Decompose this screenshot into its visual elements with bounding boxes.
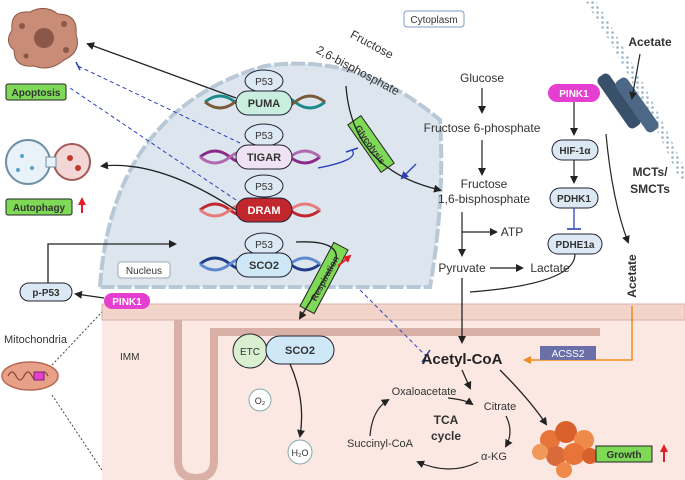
growth-tag <box>595 445 653 463</box>
akg-label: α-KG <box>481 451 507 463</box>
svg-text:PUMA: PUMA <box>248 98 280 110</box>
p53-sco2-complex: P53 SCO2 <box>235 232 293 278</box>
mito-callout-bottom <box>51 394 103 471</box>
svg-text:P53: P53 <box>255 240 273 251</box>
apoptosis-tag <box>5 83 67 101</box>
crista-fold <box>174 320 600 480</box>
etc-label: ETC <box>240 347 260 358</box>
apoptosis-cell-icon <box>8 8 78 69</box>
mct-to-acetate-arrow <box>605 133 630 244</box>
svg-text:SCO2: SCO2 <box>249 260 279 272</box>
pink1-top-label: PINK1 <box>559 89 589 100</box>
lactate-label: Lactate <box>530 261 570 275</box>
p53-tigar-complex: P53 TIGAR <box>235 123 293 170</box>
hif-node <box>551 139 599 161</box>
f26bp-line1: Fructose <box>348 27 396 61</box>
autophagy-label: Autophagy <box>13 203 66 214</box>
acetate-side-label: Acetate <box>625 254 639 298</box>
pink1-left-label: PINK1 <box>112 297 142 308</box>
f6p-label: Fructose 6-phosphate <box>424 121 541 135</box>
sco2-mito-label: SCO2 <box>285 345 315 357</box>
sco2-to-h2o-arrow <box>289 363 305 438</box>
tca-arc-1 <box>447 397 474 406</box>
p53-puma-complex: P53 PUMA <box>235 69 293 116</box>
pp53-node <box>19 282 73 302</box>
svg-text:DRAM: DRAM <box>248 205 281 217</box>
tigar-inhibit-tip <box>345 147 359 153</box>
respiration-up-arrow <box>337 254 352 267</box>
f26bp-to-f16bp-arrow <box>345 85 442 193</box>
cytoplasm-label: Cytoplasm <box>410 15 457 26</box>
pp53-label: p-P53 <box>32 288 60 299</box>
puma-to-apoptosis-arrow <box>86 42 237 99</box>
respiration-inhibit-bar <box>421 349 431 363</box>
cell-membrane <box>586 0 685 182</box>
nucleus-label-box <box>117 261 171 279</box>
mitochondria-icon <box>1 361 59 391</box>
acss2-box <box>540 346 596 360</box>
glucose-label: Glucose <box>460 71 504 85</box>
tigar-inhibit-curve <box>317 149 354 169</box>
mct-transporter-icon <box>597 73 659 133</box>
pink1-left-node <box>104 293 150 309</box>
acetate-uptake-arrow <box>629 53 641 100</box>
svg-text:P53: P53 <box>255 77 273 88</box>
tca-arc-4 <box>369 398 390 437</box>
atp-label: ATP <box>501 225 523 239</box>
tigar-inhibit-bar <box>75 61 81 71</box>
tigar-inhibit-apoptosis <box>77 65 241 144</box>
pp53-to-nucleus-arrow <box>47 240 177 283</box>
apoptosis-label: Apoptosis <box>12 88 61 99</box>
mct-line2: SMCTs <box>630 182 670 196</box>
glycolysis-blue-arrow <box>400 163 417 180</box>
svg-text:P53: P53 <box>255 182 273 193</box>
p53-dram-complex: P53 DRAM <box>235 174 293 223</box>
sco2-to-mito-arrow <box>295 241 337 320</box>
svg-text:TIGAR: TIGAR <box>247 152 281 164</box>
acetate-top-label: Acetate <box>628 35 672 49</box>
tca-center-line1: TCA <box>434 413 459 427</box>
tca-arc-2 <box>505 415 513 448</box>
cytoplasm-label-box <box>403 10 465 28</box>
pink1-to-pp53-arrow <box>74 290 105 299</box>
h2o-label: H₂O <box>292 448 309 458</box>
tumor-cluster-icon <box>532 421 598 478</box>
mito-callout-top <box>51 311 103 366</box>
succinyl-label: Succinyl-CoA <box>347 438 414 450</box>
mitochondria-label: Mitochondria <box>4 334 68 346</box>
respiration-dashed-link <box>359 289 427 357</box>
dram-inhibit-line <box>69 87 237 201</box>
pdhk1-label: PDHK1 <box>557 194 591 205</box>
f16bp-line1: Fructose <box>461 177 508 191</box>
o2-label: O₂ <box>255 396 266 406</box>
autophagy-icon <box>5 139 91 185</box>
hif-label: HIF-1α <box>559 146 591 157</box>
acetylcoa-to-growth-arrow <box>499 369 548 426</box>
tca-arc-3 <box>416 460 479 470</box>
tca-center-line2: cycle <box>431 429 461 443</box>
nucleus-label: Nucleus <box>126 266 162 277</box>
citrate-label: Citrate <box>484 401 516 413</box>
autophagy-tag <box>5 198 73 216</box>
acetylcoa-to-tca-arrow <box>461 369 472 390</box>
pink1-top-node <box>548 84 600 102</box>
pyruvate-label: Pyruvate <box>438 261 486 275</box>
acetyl-coa-label: Acetyl-CoA <box>422 351 503 368</box>
growth-label: Growth <box>607 450 642 461</box>
pdhe1a-label: PDHE1a <box>556 240 595 251</box>
outer-membrane <box>101 303 685 321</box>
f16bp-line2: 1,6-bisphosphate <box>438 192 530 206</box>
h2o-node <box>287 439 313 465</box>
imm-label: IMM <box>120 352 139 363</box>
mct-line1: MCTs/ <box>632 165 668 179</box>
acss2-label: ACSS2 <box>552 349 585 360</box>
pdhe1a-to-pyruvate-line <box>469 253 576 293</box>
sco2-mito-node <box>265 335 335 365</box>
dram-to-autophagy-arrow <box>100 161 237 211</box>
oxaloacetate-label: Oxaloacetate <box>392 386 457 398</box>
svg-text:P53: P53 <box>255 131 273 142</box>
o2-node <box>248 388 272 412</box>
